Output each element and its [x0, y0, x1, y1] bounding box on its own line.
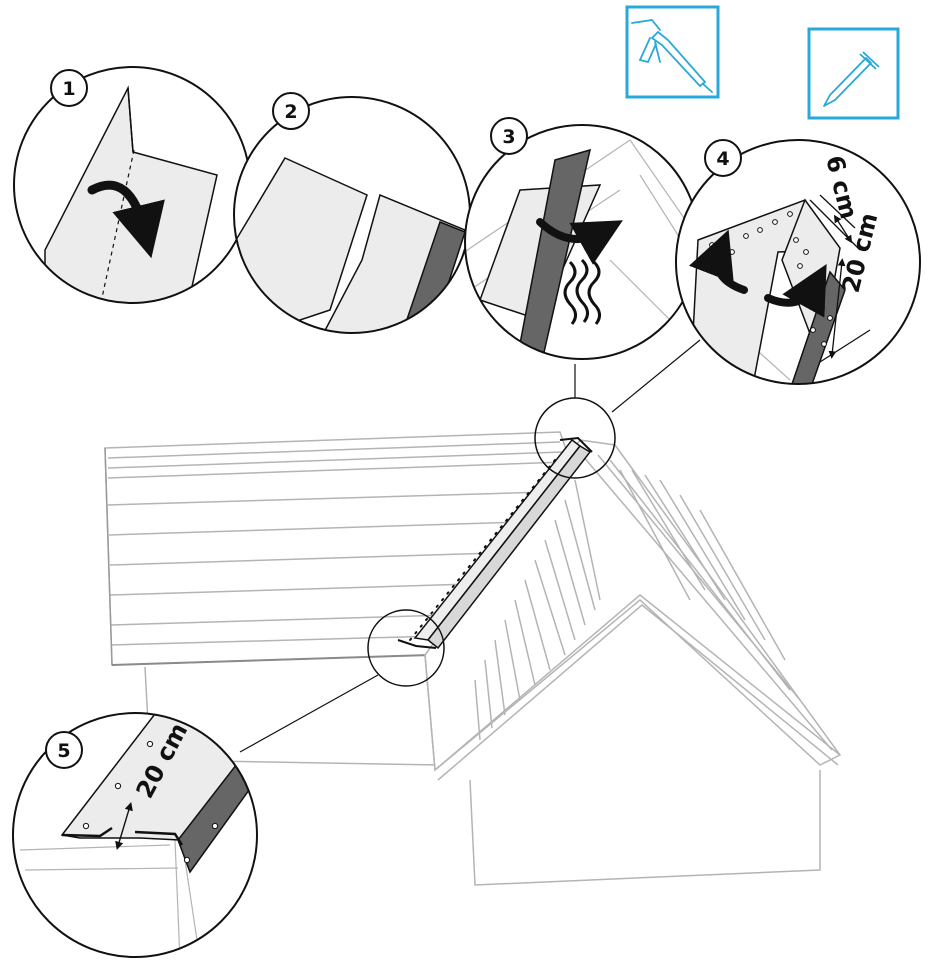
step-5-badge: 5 — [46, 732, 82, 768]
step-2-number: 2 — [284, 101, 297, 123]
tool-caulking-gun — [627, 7, 718, 97]
step-2-badge: 2 — [273, 93, 309, 129]
tool-nail — [809, 29, 898, 118]
step-5-number: 5 — [57, 740, 70, 762]
step-2-detail: 2 — [230, 93, 470, 340]
step-4-detail: 6 cm 20 cm 4 — [676, 140, 920, 395]
step-4-badge: 4 — [705, 140, 741, 176]
step-1-number: 1 — [62, 78, 75, 100]
step-3-number: 3 — [502, 126, 515, 148]
step-4-number: 4 — [716, 148, 729, 170]
step-5-detail: 20 cm 5 — [13, 710, 262, 960]
step-1-detail: 1 — [14, 67, 250, 340]
step-1-badge: 1 — [51, 70, 87, 106]
step-3-badge: 3 — [491, 118, 527, 154]
